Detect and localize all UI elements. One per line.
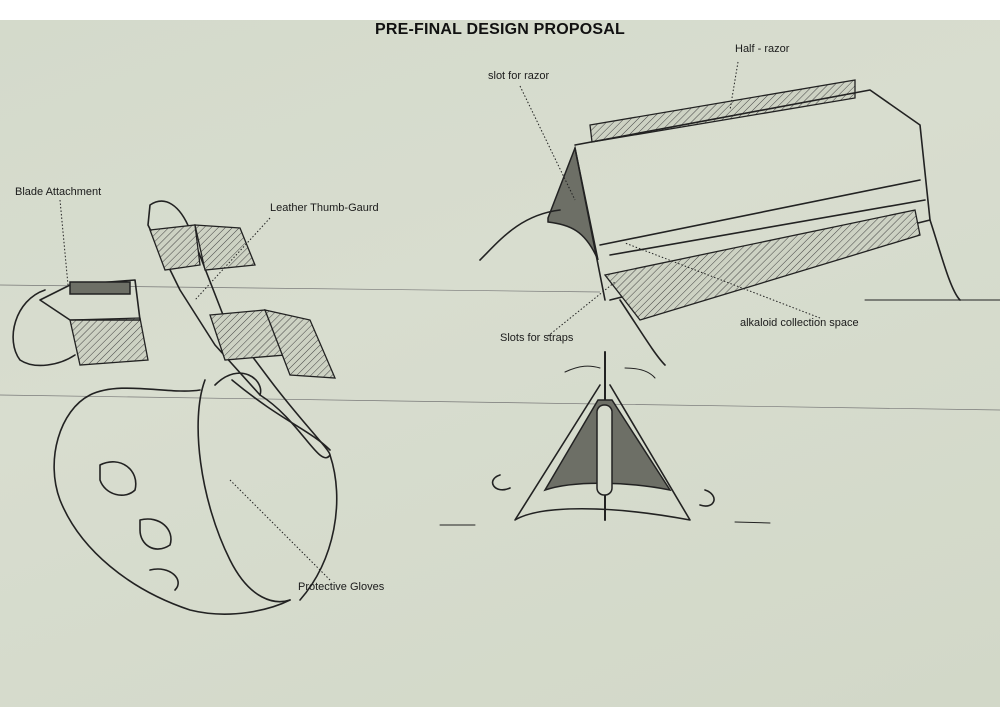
label-blade-attachment: Blade Attachment (15, 186, 102, 198)
page-title: PRE-FINAL DESIGN PROPOSAL (374, 21, 626, 38)
label-half-razor: Half - razor (735, 43, 790, 55)
cross-section-sketch (439, 351, 771, 526)
label-slots-for-straps: Slots for straps (500, 332, 574, 344)
sketch-paper (0, 20, 1000, 707)
label-alkaloid-collection-space: alkaloid collection space (740, 317, 859, 329)
razor-holder-sketch (479, 79, 961, 366)
glove-hand-sketch (12, 200, 338, 615)
guide-line (0, 394, 1000, 411)
label-leather-thumb-guard: Leather Thumb-Gaurd (270, 202, 379, 214)
label-protective-gloves: Protective Gloves (298, 581, 385, 593)
label-slot-for-razor: slot for razor (488, 70, 550, 82)
leader-lines (59, 61, 821, 581)
